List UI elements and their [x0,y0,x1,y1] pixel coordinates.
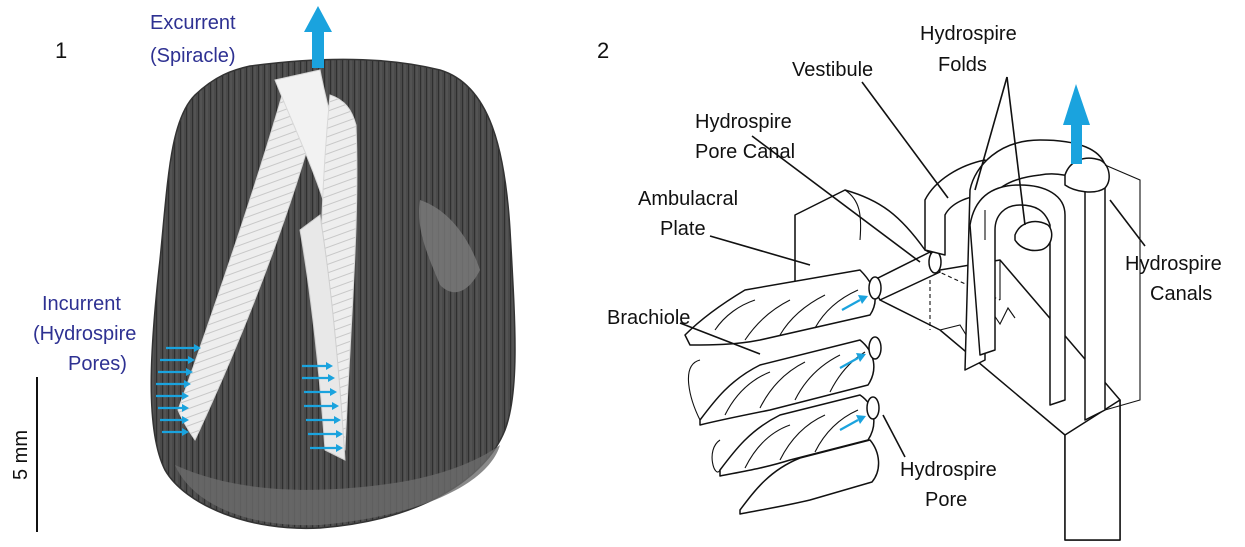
ambulacral-plate-label-2: Plate [660,218,706,240]
hydrospire-folds-label-2: Folds [938,54,987,76]
brachiole-label: Brachiole [607,307,690,329]
pores-label: Pores) [68,353,127,375]
ambulacral-plate-label-1: Ambulacral [638,188,738,210]
hydrospire-pore-label-1: Hydrospire [900,459,997,481]
vestibule-label: Vestibule [792,59,873,81]
brachiole-stack [685,270,881,514]
panel-2: 2 [597,23,1222,540]
pore-canal-label-1: Hydrospire [695,111,792,133]
excurrent-label: Excurrent [150,12,236,34]
hydrospire-canals-label-1: Hydrospire [1125,253,1222,275]
excurrent-flow-arrow [304,6,332,68]
panel-1-number: 1 [55,38,67,63]
panel-1: 1 [10,6,515,532]
incurrent-label: Incurrent [42,293,121,315]
hydrospire-canals-label-2: Canals [1150,283,1212,305]
spiracle-label: (Spiracle) [150,45,236,67]
hydrospire-folds-label-1: Hydrospire [920,23,1017,45]
hydrospire-fold-inner [1015,222,1052,251]
hydrospire-pore-label-2: Pore [925,489,967,511]
scale-bar-label: 5 mm [10,430,32,480]
hydrospire-label: (Hydrospire [33,323,136,345]
panel-2-number: 2 [597,38,609,63]
blastoid-specimen-scan [151,59,515,528]
pore-canal-label-2: Pore Canal [695,141,795,163]
